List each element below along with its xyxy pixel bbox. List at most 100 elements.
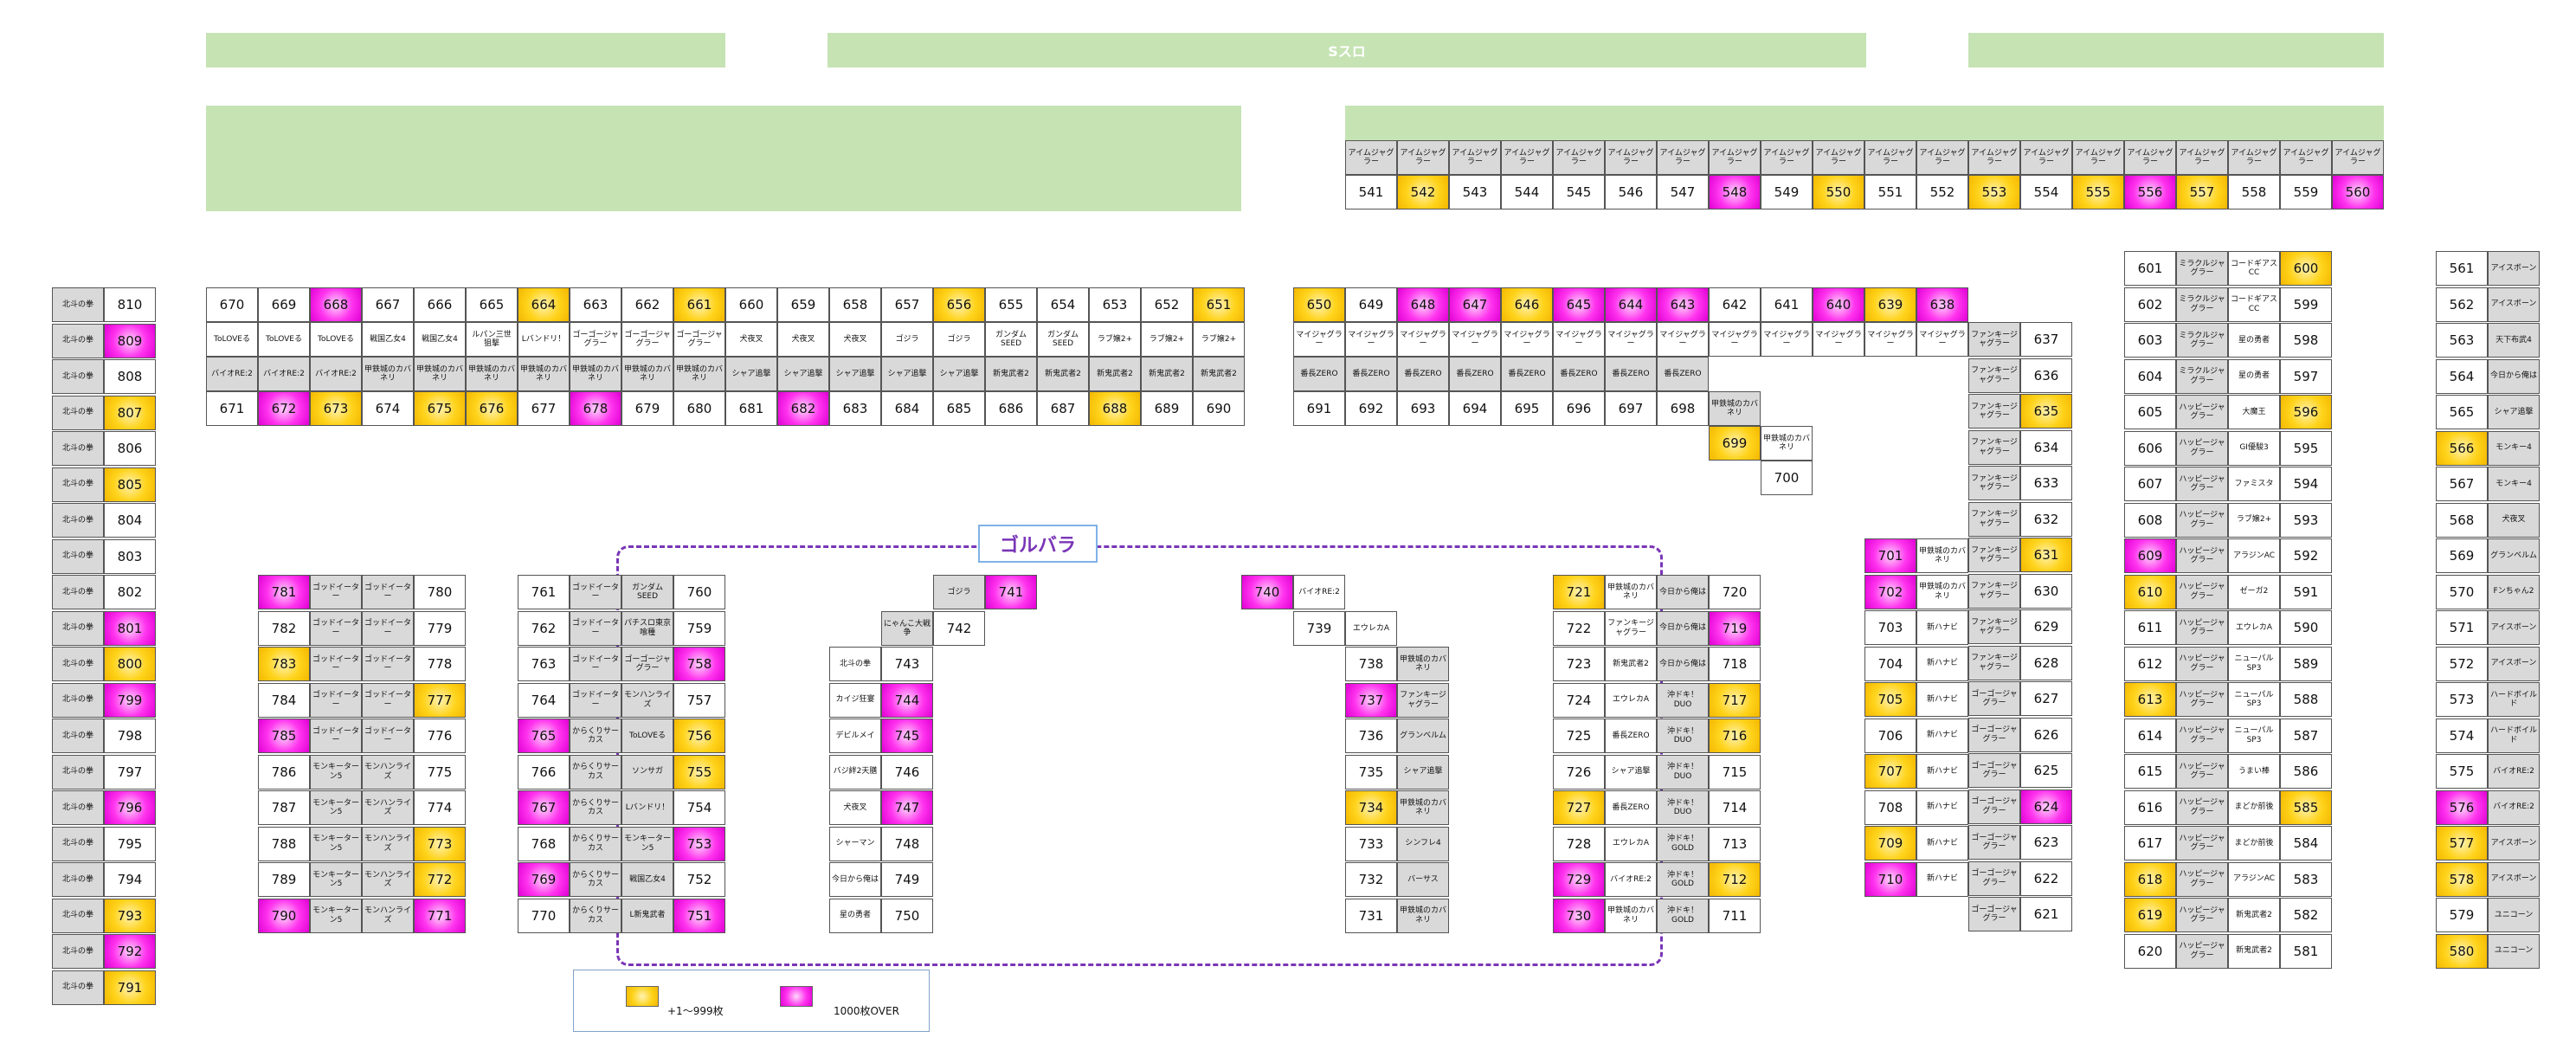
machine-number-cell: 645: [1553, 287, 1605, 322]
machine-number-cell: 579: [2436, 898, 2488, 932]
machine-name-cell: 新ハナビ: [1916, 610, 1968, 645]
machine-name-cell: ルパン三世 狙撃: [466, 322, 518, 357]
machine-name-cell: ゴジラ: [881, 322, 933, 357]
machine-name-cell: 甲鉄城のカバネリ: [570, 357, 621, 391]
machine-number-cell: 785: [258, 719, 310, 753]
machine-name-cell: ハッピージャグラー: [2176, 430, 2228, 466]
machine-number-cell: 745: [881, 719, 933, 753]
machine-name-cell: 戦国乙女4: [362, 322, 414, 357]
machine-name-cell: 新ハナビ: [1916, 861, 1968, 897]
machine-name-cell: 犬夜叉: [2488, 502, 2540, 538]
machine-name-cell: コードギアスCC: [2228, 251, 2280, 286]
machine-name-cell: モンハンライズ: [362, 826, 414, 861]
machine-number-cell: 712: [1709, 862, 1761, 897]
machine-number-cell: 569: [2436, 538, 2488, 573]
machine-name-cell: アイスボーン: [2488, 826, 2540, 860]
machine-name-cell: ハッピージャグラー: [2176, 502, 2228, 538]
machine-number-cell: 615: [2124, 754, 2176, 789]
machine-number-cell: 761: [518, 575, 570, 609]
machine-name-cell: ラブ嬢2+: [1089, 322, 1141, 357]
machine-name-cell: シャア追撃: [881, 357, 933, 391]
machine-number-cell: 633: [2020, 466, 2072, 500]
machine-name-cell: ラブ嬢2+: [2228, 502, 2280, 538]
machine-name-cell: 番長ZERO: [1657, 357, 1709, 391]
machine-number-cell: 599: [2280, 287, 2332, 322]
machine-name-cell: 番長ZERO: [1605, 357, 1657, 391]
machine-number-cell: 670: [206, 287, 258, 322]
machine-name-cell: モンハンライズ: [621, 682, 673, 718]
machine-name-cell: ユニコーン: [2488, 933, 2540, 969]
machine-name-cell: 沖ドキ！GOLD: [1657, 898, 1709, 933]
machine-number-cell: 666: [414, 287, 466, 322]
machine-number-cell: 687: [1037, 391, 1089, 426]
machine-name-cell: 甲鉄城のカバネリ: [1605, 898, 1657, 933]
machine-number-cell: 574: [2436, 718, 2488, 753]
machine-number-cell: 686: [985, 391, 1037, 426]
machine-name-cell: 沖ドキ！DUO: [1657, 754, 1709, 790]
machine-name-cell: バーサス: [1397, 862, 1449, 897]
machine-name-cell: シャア追撃: [725, 357, 777, 391]
machine-name-cell: ハッピージャグラー: [2176, 646, 2228, 681]
machine-name-cell: ミラクルジャグラー: [2176, 358, 2228, 394]
machine-name-cell: 沖ドキ！DUO: [1657, 682, 1709, 718]
machine-number-cell: 684: [881, 391, 933, 426]
machine-number-cell: 694: [1449, 391, 1501, 426]
machine-name-cell: ハッピージャグラー: [2176, 754, 2228, 789]
machine-name-cell: ハードボイルド: [2488, 682, 2540, 717]
machine-number-cell: 663: [570, 287, 621, 322]
machine-number-cell: 555: [2072, 175, 2124, 209]
machine-name-cell: グランベルム: [2488, 538, 2540, 573]
machine-name-cell: 甲鉄城のカバネリ: [621, 357, 673, 391]
legend-plus-swatch: [626, 986, 659, 1007]
machine-number-cell: 730: [1553, 898, 1605, 933]
machine-number-cell: 592: [2280, 538, 2332, 573]
machine-number-cell: 710: [1864, 861, 1916, 897]
machine-name-cell: 北斗の拳: [52, 682, 104, 718]
machine-number-cell: 760: [673, 575, 725, 609]
machine-number-cell: 738: [1345, 647, 1397, 681]
machine-number-cell: 697: [1605, 391, 1657, 426]
machine-number-cell: 766: [518, 754, 570, 790]
machine-number-cell: 595: [2280, 430, 2332, 466]
machine-name-cell: ミラクルジャグラー: [2176, 323, 2228, 358]
machine-number-cell: 777: [414, 682, 466, 718]
machine-number-cell: 581: [2280, 933, 2332, 969]
machine-name-cell: アイムジャグラー: [1761, 140, 1813, 175]
machine-number-cell: 617: [2124, 826, 2176, 860]
machine-name-cell: ラブ嬢2+: [1141, 322, 1193, 357]
machine-name-cell: ゴーゴージャグラー: [621, 322, 673, 357]
machine-number-cell: 734: [1345, 790, 1397, 825]
machine-number-cell: 808: [104, 359, 156, 394]
machine-number-cell: 600: [2280, 251, 2332, 286]
machine-name-cell: 北斗の拳: [52, 431, 104, 466]
machine-number-cell: 735: [1345, 754, 1397, 790]
machine-name-cell: ラブ嬢2+: [1193, 322, 1245, 357]
machine-name-cell: 新鬼武者2: [1037, 357, 1089, 391]
machine-number-cell: 658: [829, 287, 881, 322]
machine-number-cell: 583: [2280, 861, 2332, 897]
machine-name-cell: アイムジャグラー: [2176, 140, 2228, 175]
machine-number-cell: 794: [104, 862, 156, 897]
machine-name-cell: ファミスタ: [2228, 467, 2280, 501]
machine-name-cell: 戦国乙女4: [414, 322, 466, 357]
machine-number-cell: 789: [258, 862, 310, 897]
machine-number-cell: 758: [673, 647, 725, 681]
machine-number-cell: 613: [2124, 682, 2176, 717]
machine-number-cell: 726: [1553, 754, 1605, 790]
machine-number-cell: 765: [518, 719, 570, 753]
machine-number-cell: 639: [1864, 287, 1916, 322]
machine-name-cell: アイムジャグラー: [1657, 140, 1709, 175]
machine-number-cell: 685: [933, 391, 985, 426]
machine-number-cell: 809: [104, 323, 156, 358]
machine-number-cell: 753: [673, 826, 725, 861]
machine-name-cell: ソンサガ: [621, 754, 673, 790]
machine-name-cell: ミラクルジャグラー: [2176, 287, 2228, 322]
machine-name-cell: アイムジャグラー: [2020, 140, 2072, 175]
machine-number-cell: 586: [2280, 754, 2332, 789]
machine-name-cell: アラジンAC: [2228, 538, 2280, 573]
machine-number-cell: 646: [1501, 287, 1553, 322]
machine-name-cell: エウレカA: [1605, 682, 1657, 718]
machine-name-cell: 番長ZERO: [1553, 357, 1605, 391]
machine-name-cell: アラジンAC: [2228, 861, 2280, 897]
machine-name-cell: 北斗の拳: [52, 538, 104, 574]
